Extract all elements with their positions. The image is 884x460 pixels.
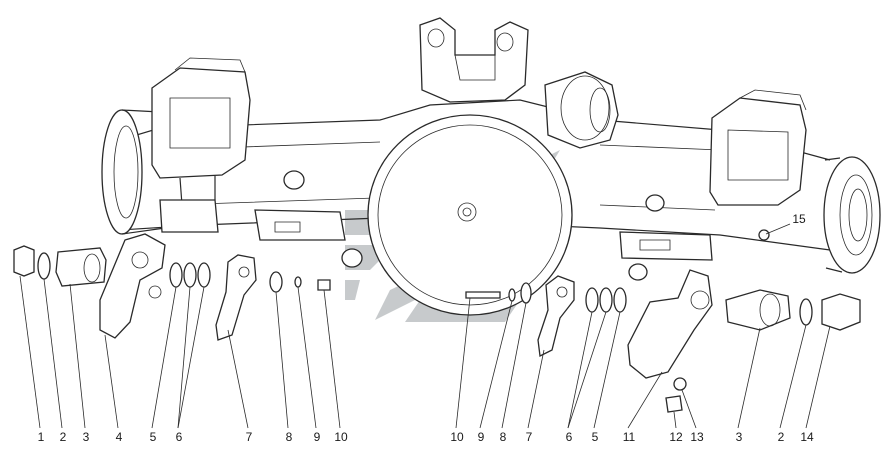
part-washer-left [269, 271, 283, 293]
part-fitting [758, 229, 770, 241]
part-small-ring-right [508, 288, 516, 302]
part-end-cap-right [821, 293, 861, 331]
part-small-ring-left [294, 276, 302, 288]
callout-8: 8 [286, 430, 293, 444]
callout-3-right: 3 [736, 430, 743, 444]
callout-1: 1 [38, 430, 45, 444]
part-bushing-left [55, 247, 107, 287]
right-exploded-parts [465, 229, 861, 413]
callout-labels: 1 2 3 4 5 6 7 8 9 10 10 9 8 7 6 5 11 3 2… [38, 212, 814, 444]
part-slack-adjuster-right [537, 275, 575, 357]
callout-2: 2 [60, 430, 67, 444]
callout-7: 7 [246, 430, 253, 444]
part-bracket-right [627, 269, 713, 379]
part-slack-adjuster-left [215, 254, 257, 341]
callout-8-right: 8 [500, 430, 507, 444]
callout-6-right: 6 [566, 430, 573, 444]
part-seal-ring-6c [585, 287, 599, 313]
callout-4: 4 [116, 430, 123, 444]
callout-15: 15 [792, 212, 806, 226]
left-exploded-parts [13, 233, 331, 341]
leader-lines [19, 223, 831, 429]
callout-14: 14 [800, 430, 814, 444]
callout-5: 5 [150, 430, 157, 444]
callout-7-right: 7 [526, 430, 533, 444]
part-end-cap-left [13, 245, 35, 277]
part-washer-right [520, 282, 532, 304]
callout-5-right: 5 [592, 430, 599, 444]
part-bushing-right [725, 289, 791, 331]
callout-12: 12 [669, 430, 683, 444]
part-seal-ring-5b [613, 287, 627, 313]
callout-10-right: 10 [450, 430, 464, 444]
axle-housing [101, 17, 881, 316]
callout-10: 10 [334, 430, 348, 444]
part-seal-ring-6b [197, 262, 211, 288]
callout-9-right: 9 [478, 430, 485, 444]
part-seal-ring-6d [599, 287, 613, 313]
part-pin-right [465, 291, 501, 299]
callout-13: 13 [690, 430, 704, 444]
part-bolt [665, 395, 683, 413]
callout-6: 6 [176, 430, 183, 444]
part-seal-ring-5 [169, 262, 183, 288]
callout-11: 11 [623, 430, 636, 444]
part-pin-left [317, 279, 331, 291]
callout-2-right: 2 [778, 430, 785, 444]
part-ring-left [37, 252, 51, 280]
callout-3: 3 [83, 430, 90, 444]
part-seal-ring-6a [183, 262, 197, 288]
callout-9: 9 [314, 430, 321, 444]
part-nut [673, 377, 687, 391]
part-bracket-left [99, 233, 166, 339]
part-ring-right [799, 298, 813, 326]
